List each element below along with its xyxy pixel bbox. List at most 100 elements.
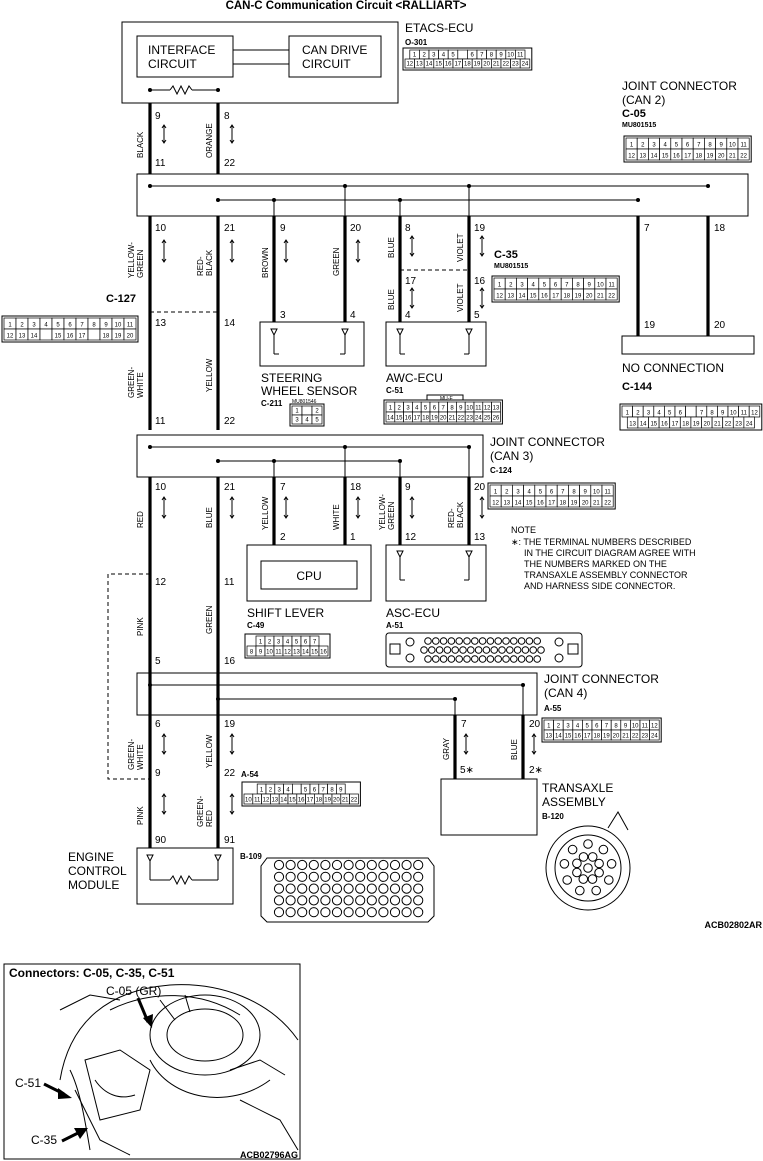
connector-pin-number: 6 xyxy=(304,640,308,646)
connector-pin-number: 8 xyxy=(576,283,580,289)
sws-name-1: STEERING xyxy=(261,371,322,385)
connector-pin-number: 20 xyxy=(483,62,490,68)
connector-pin-number: 1 xyxy=(626,411,630,417)
a51-pin xyxy=(463,637,471,645)
connector-outline xyxy=(487,482,616,510)
connector-pin xyxy=(685,405,697,418)
connector-pin-number: 9 xyxy=(339,788,343,794)
connector-pin-number: 16 xyxy=(661,422,668,428)
connector-pin-number: 16 xyxy=(537,501,544,507)
connector-pin-number: 19 xyxy=(474,62,481,68)
connector-pin-number: 19 xyxy=(115,334,122,340)
can-drive-label-1: CAN DRIVE xyxy=(302,43,367,57)
connector-pin-number: 10 xyxy=(245,798,252,804)
connector-pin-number: 2 xyxy=(509,283,513,289)
connector-pin-number: 8 xyxy=(450,406,454,412)
connector-pin-number: 1 xyxy=(494,490,498,496)
awc-ecu-box xyxy=(385,321,487,367)
a51-pin xyxy=(424,655,432,663)
note-block: NOTE ∗: THE TERMINAL NUMBERS DESCRIBED I… xyxy=(511,525,696,591)
transaxle-name-2: ASSEMBLY xyxy=(542,795,606,809)
connector-pin-number: 15 xyxy=(435,62,442,68)
wire-yellow-3: YELLOW xyxy=(205,734,214,768)
term-sws-4: 4 xyxy=(350,310,356,321)
shift-lever-name: SHIFT LEVER xyxy=(247,606,324,620)
shift-lever-connector: C-49 xyxy=(247,621,265,630)
b120-pin xyxy=(606,859,617,869)
b109-pin xyxy=(366,883,377,894)
connector-pin-number: 5 xyxy=(543,283,547,289)
b120-tab xyxy=(607,811,629,831)
connector-pin-number: 24 xyxy=(651,734,658,740)
connector-pin-number: 18 xyxy=(422,416,429,422)
connector-pin-number: 8 xyxy=(330,788,334,794)
b109-pin xyxy=(413,895,424,906)
connector-outline xyxy=(241,781,361,807)
connector-pin xyxy=(519,58,531,69)
connector-pin-number: 16 xyxy=(673,154,680,160)
connector-pin-number: 24 xyxy=(475,416,482,422)
connector-pin-number: 4 xyxy=(442,53,446,59)
cpu-box xyxy=(260,560,358,590)
connector-pin-number: 13 xyxy=(493,406,500,412)
inset-label-c51: C-51 xyxy=(15,1076,41,1090)
connector-pin-number: 19 xyxy=(693,422,700,428)
wire-blue-2: BLUE xyxy=(387,289,396,310)
connector-pin-number: 18 xyxy=(103,334,110,340)
connector-pin-number: 26 xyxy=(493,416,500,422)
b109-pin xyxy=(273,871,285,882)
a51-pin xyxy=(525,637,534,645)
connector-pin-number: 17 xyxy=(584,734,591,740)
dashboard-illustration xyxy=(59,984,299,1156)
connector-pin xyxy=(601,495,614,508)
term-p11: 11 xyxy=(224,577,235,588)
connector-pin-number: 21 xyxy=(729,154,736,160)
connector-pin-number: 12 xyxy=(496,294,503,300)
connector-pin-number: 3 xyxy=(277,640,281,646)
wire-yellow-1: YELLOW xyxy=(205,358,214,392)
b109-pin xyxy=(331,907,343,918)
connector-pin-number: 14 xyxy=(651,154,658,160)
diagram-title: CAN-C Communication Circuit <RALLIART> xyxy=(226,0,467,12)
a51-pin xyxy=(447,655,456,663)
connector-pin-number: 8 xyxy=(250,650,254,656)
wire-green-1: GREEN xyxy=(332,247,341,276)
term-shift-2: 2 xyxy=(280,532,286,543)
a51-pin xyxy=(533,655,542,663)
term-c127-14: 14 xyxy=(224,318,236,329)
connector-pin-number: 4 xyxy=(44,323,48,329)
b109-pin xyxy=(355,859,366,871)
b120-inner xyxy=(554,834,622,902)
connector-pin-number: 18 xyxy=(464,62,471,68)
connector-pin-number: 18 xyxy=(315,798,322,804)
wire-red-black-2: BLACK xyxy=(205,249,214,276)
b120-pin xyxy=(567,844,578,855)
connector-pin-number: 23 xyxy=(735,422,742,428)
c127-connector: C-127 xyxy=(106,293,136,305)
term-jc2-19: 19 xyxy=(474,223,486,234)
b109-pin xyxy=(366,895,377,906)
a51-pin xyxy=(486,637,495,645)
connector-pin-number: 4 xyxy=(286,640,290,646)
jc2-connector: C-05 xyxy=(622,108,646,120)
wire-red: RED xyxy=(136,511,145,528)
connector-pin-number: 21 xyxy=(493,62,500,68)
b109-pin xyxy=(297,871,308,882)
a51-pin xyxy=(478,637,487,645)
wire-green-red-1: GREEN- xyxy=(196,796,205,827)
note-line-4: TRANSAXLE ASSEMBLY CONNECTOR xyxy=(524,570,688,580)
connector-pin-number: 4 xyxy=(305,418,309,424)
connector-pin-number: 20 xyxy=(613,734,620,740)
term-jc2-9: 9 xyxy=(280,223,286,234)
connector-pin-number: 20 xyxy=(333,798,340,804)
connector-pin-number: 9 xyxy=(499,53,503,59)
connector-pin-number: 8 xyxy=(490,53,494,59)
a51-key xyxy=(567,643,579,655)
arrow-c35-head-icon xyxy=(74,1128,88,1139)
b109-pin xyxy=(413,871,424,882)
connector-pin-number: 21 xyxy=(597,294,604,300)
